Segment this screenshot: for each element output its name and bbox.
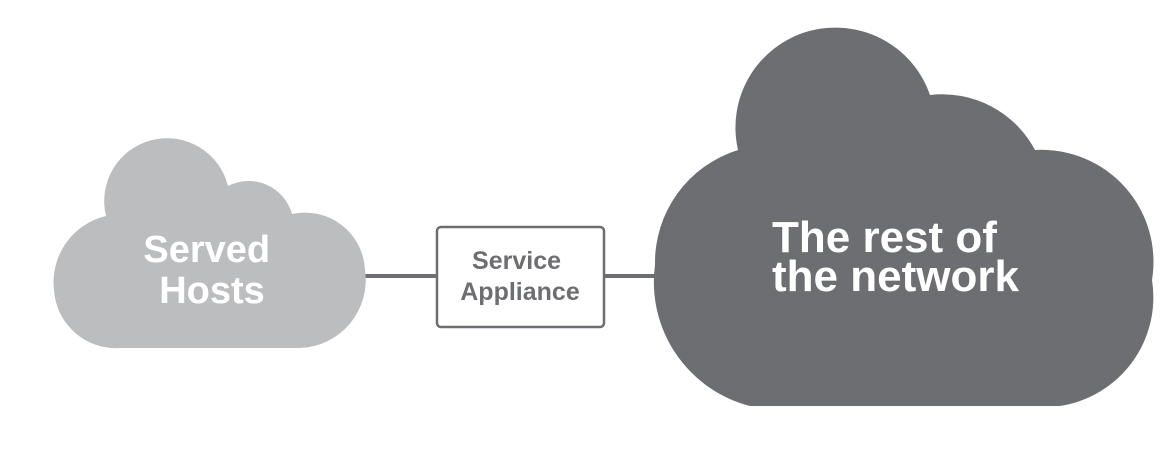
served-hosts-cloud: Served Hosts xyxy=(53,138,366,349)
network-cloud-shape xyxy=(653,27,1154,407)
service-appliance-label-line1: Service xyxy=(472,247,561,275)
svg-text:The rest of the network: The rest of the network xyxy=(772,213,1019,301)
svg-text:Served Hosts: Served Hosts xyxy=(143,229,280,312)
served-hosts-cloud-shape xyxy=(53,138,366,349)
service-appliance-border xyxy=(435,225,606,329)
service-appliance-label-line2: Appliance xyxy=(460,278,580,306)
network-cloud: The rest of the network xyxy=(653,27,1154,407)
served-hosts-label-line1: Served xyxy=(143,229,270,271)
network-label-line1: The rest of xyxy=(772,213,997,262)
network-label-line2: the network xyxy=(772,252,1019,301)
served-hosts-label-line2: Hosts xyxy=(159,270,265,312)
service-appliance-box: Service Appliance xyxy=(435,225,606,329)
svg-text:Service Appliance: Service Appliance xyxy=(460,247,580,306)
